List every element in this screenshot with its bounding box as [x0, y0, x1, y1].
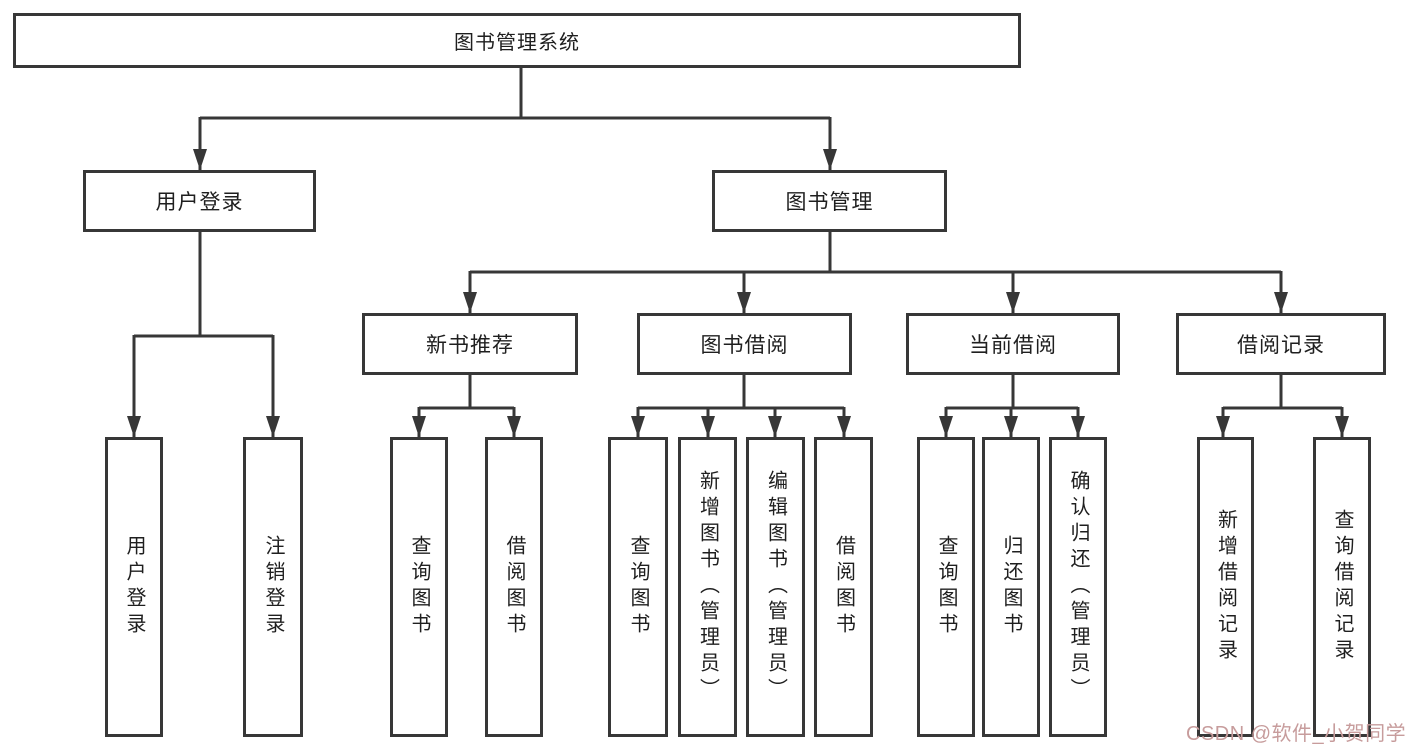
node-label: 借阅记录	[1237, 334, 1325, 357]
node-leaf-return-book: 归还图书	[982, 437, 1040, 737]
node-borrow-records: 借阅记录	[1176, 313, 1386, 375]
node-label: 新增图书（管理员）	[696, 470, 719, 704]
node-user-login: 用户登录	[83, 170, 316, 232]
node-leaf-add-book-admin: 新增图书（管理员）	[678, 437, 737, 737]
node-leaf-borrow-books: 借阅图书	[814, 437, 873, 737]
node-leaf-edit-book-admin: 编辑图书（管理员）	[746, 437, 805, 737]
node-label: 用户登录	[123, 535, 145, 639]
node-label: 注销登录	[262, 535, 284, 639]
node-leaf-confirm-return-admin: 确认归还（管理员）	[1049, 437, 1107, 737]
node-leaf-query-borrow-record: 查询借阅记录	[1313, 437, 1371, 737]
node-label: 查询图书	[627, 535, 649, 639]
node-label: 当前借阅	[969, 334, 1057, 357]
node-leaf-add-borrow-record: 新增借阅记录	[1197, 437, 1254, 737]
node-new-book-recommend: 新书推荐	[362, 313, 578, 375]
node-leaf-user-login: 用户登录	[105, 437, 163, 737]
node-label: 图书管理系统	[454, 32, 580, 54]
csdn-watermark: CSDN @软件_小贺同学	[1186, 723, 1405, 745]
node-label: 图书借阅	[700, 334, 789, 357]
node-label: 借阅图书	[503, 535, 525, 639]
node-leaf-query-books-current: 查询图书	[917, 437, 975, 737]
node-label: 归还图书	[1000, 535, 1022, 639]
node-library-system: 图书管理系统	[13, 13, 1021, 68]
node-leaf-logout: 注销登录	[243, 437, 303, 737]
node-label: 编辑图书（管理员）	[764, 470, 787, 704]
node-book-management: 图书管理	[712, 170, 947, 232]
node-label: 新增借阅记录	[1214, 509, 1237, 665]
node-leaf-query-books-recommend: 查询图书	[390, 437, 448, 737]
node-label: 查询借阅记录	[1331, 509, 1353, 665]
node-leaf-query-books-borrow: 查询图书	[608, 437, 668, 737]
node-label: 新书推荐	[426, 334, 514, 357]
node-label: 确认归还（管理员）	[1067, 470, 1089, 704]
node-label: 用户登录	[155, 191, 244, 214]
node-leaf-borrow-books-recommend: 借阅图书	[485, 437, 543, 737]
node-label: 查询图书	[935, 535, 957, 639]
node-label: 查询图书	[408, 535, 430, 639]
node-label: 图书管理	[785, 191, 874, 214]
node-book-borrowing: 图书借阅	[637, 313, 852, 375]
node-label: 借阅图书	[832, 535, 855, 639]
node-current-borrowing: 当前借阅	[906, 313, 1120, 375]
